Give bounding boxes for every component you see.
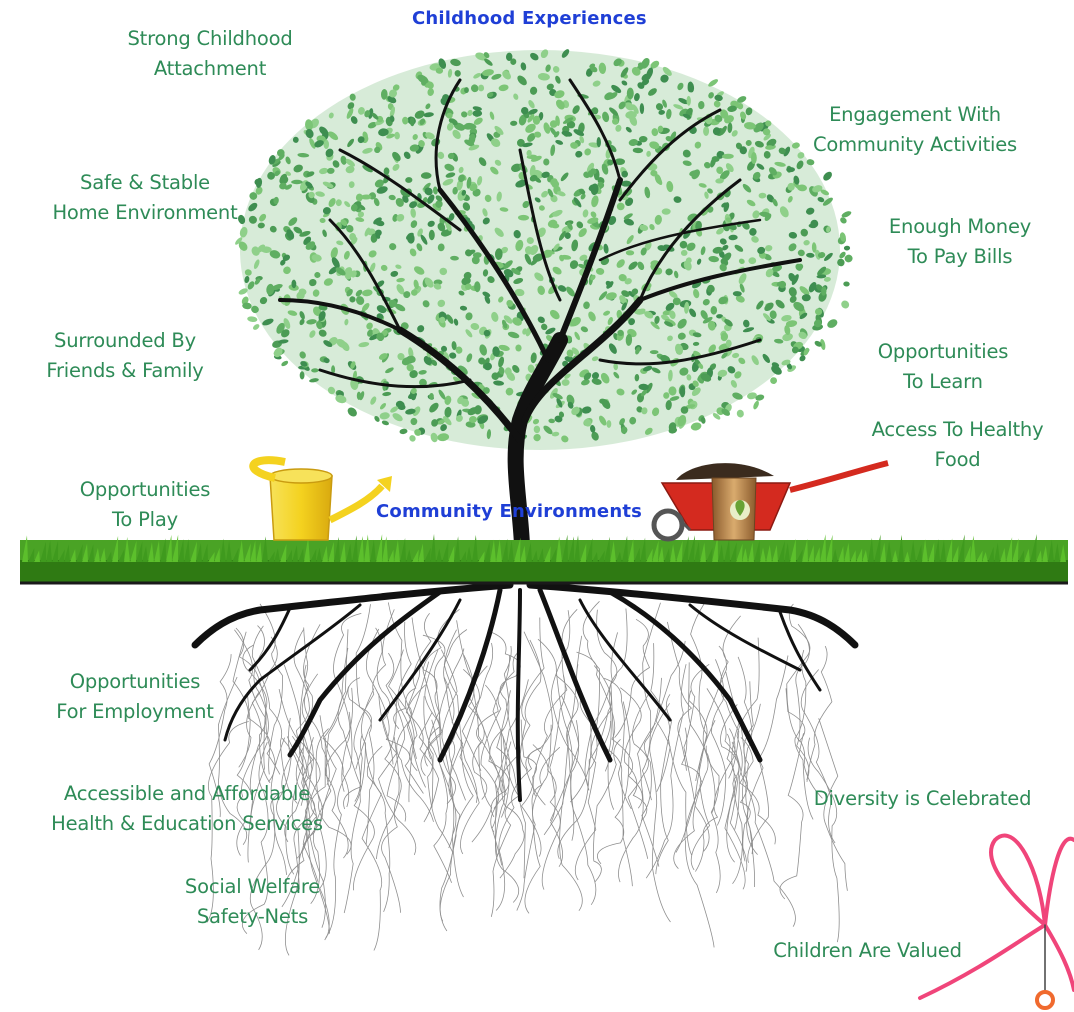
heading-community-environments: Community Environments xyxy=(376,501,643,522)
label-strong-childhood-attachment: Strong Childhood Attachment xyxy=(100,24,320,84)
label-children-valued: Children Are Valued xyxy=(755,936,980,966)
label-social-welfare: Social Welfare Safety-Nets xyxy=(160,872,345,932)
label-line: Opportunities xyxy=(79,478,211,501)
label-health-education-services: Accessible and Affordable Health & Educa… xyxy=(28,779,346,839)
heading-childhood-experiences: Childhood Experiences xyxy=(412,8,647,29)
label-line: Home Environment xyxy=(52,201,238,224)
label-line: To Learn xyxy=(903,370,983,393)
label-line: Health & Education Services xyxy=(51,812,323,835)
label-line: Opportunities xyxy=(877,340,1009,363)
label-line: Safety-Nets xyxy=(196,905,309,928)
label-line: Community Activities xyxy=(812,133,1018,156)
label-line: Food xyxy=(934,448,981,471)
watering-can-icon xyxy=(249,456,392,541)
label-safe-stable-home: Safe & Stable Home Environment xyxy=(30,168,260,228)
label-line: Engagement With xyxy=(829,103,1001,126)
label-surrounded-by-friends: Surrounded By Friends & Family xyxy=(20,326,230,386)
label-line: Friends & Family xyxy=(46,359,204,382)
label-opportunities-to-learn: Opportunities To Learn xyxy=(858,337,1028,397)
wheelbarrow-icon xyxy=(651,460,889,542)
label-line: Strong Childhood xyxy=(127,27,293,50)
label-line: Diversity is Celebrated xyxy=(813,787,1032,810)
label-enough-money: Enough Money To Pay Bills xyxy=(865,212,1055,272)
label-engagement-community: Engagement With Community Activities xyxy=(795,100,1035,160)
label-line: Social Welfare xyxy=(184,875,321,898)
label-access-healthy-food: Access To Healthy Food xyxy=(855,415,1060,475)
label-line: Safe & Stable xyxy=(80,171,210,194)
label-line: Surrounded By xyxy=(54,329,196,352)
label-line: Children Are Valued xyxy=(773,939,962,962)
label-line: For Employment xyxy=(56,700,214,723)
tree-canopy xyxy=(235,49,853,450)
label-opportunities-to-play: Opportunities To Play xyxy=(55,475,235,535)
ribbon-icon xyxy=(918,833,1074,1010)
grass-icon xyxy=(20,534,1068,585)
label-line: Attachment xyxy=(153,57,267,80)
label-line: To Pay Bills xyxy=(907,245,1013,268)
roots-icon xyxy=(191,581,859,956)
label-opportunities-employment: Opportunities For Employment xyxy=(40,667,230,727)
label-line: Accessible and Affordable xyxy=(63,782,311,805)
label-line: Access To Healthy xyxy=(871,418,1044,441)
label-line: Enough Money xyxy=(888,215,1032,238)
label-line: Opportunities xyxy=(69,670,201,693)
label-diversity-celebrated: Diversity is Celebrated xyxy=(795,784,1050,814)
tree-icon xyxy=(278,78,802,553)
label-line: To Play xyxy=(112,508,178,531)
